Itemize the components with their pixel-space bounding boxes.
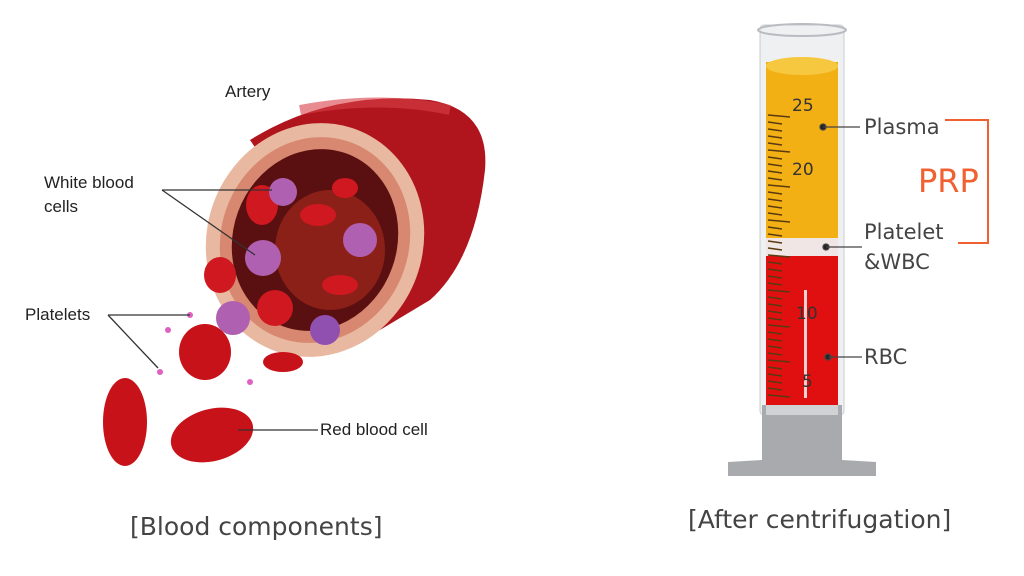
white-blood-cell: [269, 178, 297, 206]
graduation-tick: [767, 198, 783, 202]
graduation-tick: [767, 205, 783, 209]
graduation-tick: [767, 212, 783, 216]
scale-tick-10: 10: [796, 304, 818, 324]
graduated-cylinder: [728, 23, 876, 476]
graduation-tick: [767, 226, 783, 230]
graduation-tick: [767, 135, 783, 139]
plasma-label: Plasma: [864, 115, 940, 139]
graduation-tick: [767, 317, 783, 321]
wbc-label-line2: cells: [44, 197, 79, 216]
red-blood-cell-label: Red blood cell: [320, 420, 428, 439]
graduation-tick: [767, 352, 783, 356]
white-blood-cell: [310, 315, 340, 345]
platelet-label: Platelet: [864, 220, 944, 244]
platelets-label: Platelets: [25, 305, 91, 324]
wbc-label: &WBC: [864, 250, 930, 274]
graduation-tick: [767, 142, 783, 146]
graduation-tick: [767, 310, 783, 314]
red-blood-cell: [103, 378, 147, 466]
graduation-tick: [767, 219, 791, 223]
graduation-tick: [767, 184, 791, 188]
graduation-tick: [767, 191, 783, 195]
blood-components-caption: [Blood components]: [130, 512, 383, 541]
graduation-tick: [767, 303, 783, 307]
white-blood-cell: [343, 223, 377, 257]
graduation-tick: [767, 114, 791, 118]
prp-bracket: [945, 119, 989, 244]
rbc-label: RBC: [864, 345, 908, 369]
graduation-tick: [767, 366, 783, 370]
artery-label: Artery: [225, 82, 271, 101]
white-blood-cell: [245, 240, 281, 276]
graduation-tick: [767, 331, 783, 335]
graduation-tick: [767, 268, 783, 272]
red-blood-cell: [179, 324, 231, 380]
graduation-tick: [767, 121, 783, 125]
red-blood-cell: [170, 407, 254, 463]
wbc-label-line1: White blood: [44, 173, 134, 192]
graduation-tick: [767, 128, 783, 132]
graduation-tick: [767, 170, 783, 174]
graduation-tick: [767, 380, 783, 384]
scale-tick-20: 20: [792, 160, 814, 180]
rbc-layer: [766, 256, 838, 406]
graduation-tick: [767, 177, 783, 181]
graduation-tick: [767, 247, 783, 251]
scale-tick-25: 25: [792, 96, 814, 116]
graduation-tick: [767, 373, 783, 377]
graduation-tick: [767, 296, 783, 300]
graduation-tick: [767, 359, 791, 363]
graduation-tick: [767, 149, 791, 153]
graduation-tick: [767, 240, 783, 244]
graduation-tick: [767, 254, 791, 258]
graduation-tick: [767, 345, 783, 349]
centrifugation-caption: [After centrifugation]: [688, 505, 952, 534]
graduation-tick: [767, 163, 783, 167]
white-blood-cell: [216, 301, 250, 335]
graduation-tick: [767, 275, 783, 279]
graduation-tick: [767, 324, 791, 328]
artery-illustration: [103, 97, 486, 466]
scale-tick-5: 5: [802, 372, 813, 392]
graduation-tick: [767, 282, 783, 286]
graduation-tick: [767, 156, 783, 160]
graduation-tick: [767, 289, 791, 293]
graduation-tick: [767, 338, 783, 342]
prp-label: PRP: [918, 162, 979, 200]
graduation-tick: [767, 387, 783, 391]
graduation-tick: [767, 394, 791, 398]
buffy-coat-layer: [766, 238, 838, 258]
graduation-tick: [767, 261, 783, 265]
graduation-tick: [767, 233, 783, 237]
